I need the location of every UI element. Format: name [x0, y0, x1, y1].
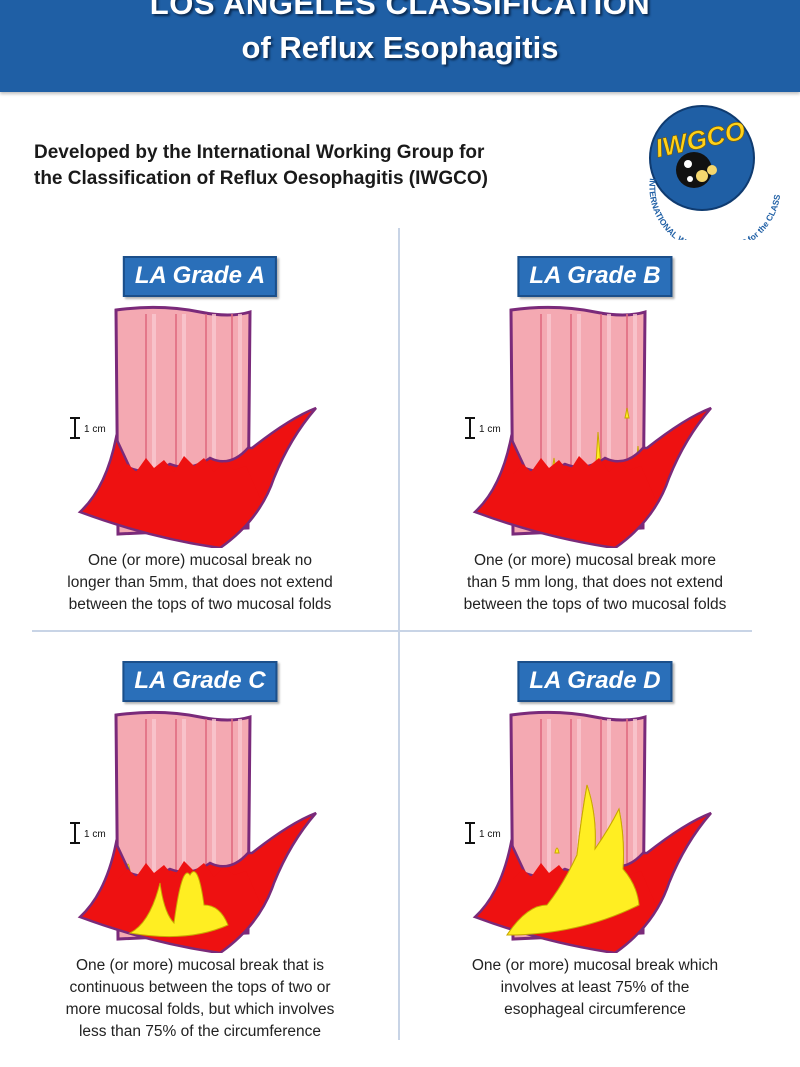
caption-line: between the tops of two mucosal folds [68, 596, 332, 613]
panel-grade-b: LA Grade B 1 cm One (or more) mucosal br… [415, 228, 775, 628]
caption-line: less than 75% of the circumference [78, 1023, 322, 1040]
mucosal-break [624, 407, 630, 419]
scale-label: 1 cm [479, 829, 501, 840]
confluent-mucosal-break [128, 871, 229, 938]
caption-grade-d: One (or more) mucosal break which involve… [415, 955, 775, 1021]
confluent-mucosal-break [506, 784, 640, 936]
panel-grade-a: LA Grade A 1 cm One (or more) mucosal br… [20, 228, 380, 628]
panel-grade-d: LA Grade D 1 cm One (or more) mucosal br… [415, 633, 775, 1033]
subtitle-line-2: the Classification of Reflux Oesophagiti… [34, 168, 488, 189]
caption-grade-b: One (or more) mucosal break more than 5 m… [415, 550, 775, 616]
grade-b-illustration: 1 cm [465, 305, 712, 548]
caption-line: One (or more) mucosal break more [473, 552, 717, 569]
scale-label: 1 cm [84, 424, 106, 435]
z-line [118, 456, 260, 498]
caption-line: continuous between the tops of two or [69, 979, 331, 996]
badge-grade-b: LA Grade B [517, 256, 673, 297]
badge-grade-d: LA Grade D [517, 661, 673, 702]
logo-lumen [676, 152, 712, 188]
iwgco-logo: IWGCO INTERNATIONAL WORKING GROUP for th… [632, 100, 782, 240]
title-line-1: LOS ANGELES CLASSIFICATION [149, 0, 651, 21]
mucosal-break [554, 847, 560, 854]
caption-line: esophageal circumference [504, 1001, 686, 1018]
badge-grade-c: LA Grade C [122, 661, 278, 702]
grade-a-illustration: 1 cm [70, 305, 317, 548]
horizontal-divider [32, 630, 752, 632]
caption-grade-c: One (or more) mucosal break that is conti… [20, 955, 380, 1043]
caption-line: involves at least 75% of the [500, 979, 690, 996]
subtitle-line-1: Developed by the International Working G… [34, 142, 485, 163]
caption-line: One (or more) mucosal break no [88, 552, 312, 569]
caption-line: than 5 mm long, that does not extend [467, 574, 723, 591]
z-line [513, 456, 655, 498]
vertical-divider [398, 228, 400, 1040]
caption-grade-a: One (or more) mucosal break no longer tha… [20, 550, 380, 616]
grade-c-illustration: 1 cm [70, 710, 317, 953]
title-banner: LOS ANGELES CLASSIFICATION of Reflux Eso… [0, 0, 800, 92]
caption-line: longer than 5mm, that does not extend [67, 574, 333, 591]
caption-line: One (or more) mucosal break that is [75, 957, 325, 974]
caption-line: One (or more) mucosal break which [471, 957, 719, 974]
caption-line: between the tops of two mucosal folds [463, 596, 727, 613]
subtitle: Developed by the International Working G… [34, 140, 614, 192]
scale-label: 1 cm [479, 424, 501, 435]
badge-grade-a: LA Grade A [122, 256, 278, 297]
caption-line: more mucosal folds, but which involves [65, 1001, 335, 1018]
grade-d-illustration: 1 cm [465, 710, 712, 953]
scale-label: 1 cm [84, 829, 106, 840]
title-line-2: of Reflux Esophagitis [241, 30, 559, 65]
panel-grade-c: LA Grade C 1 cm One (or more) mucosal br… [20, 633, 380, 1040]
